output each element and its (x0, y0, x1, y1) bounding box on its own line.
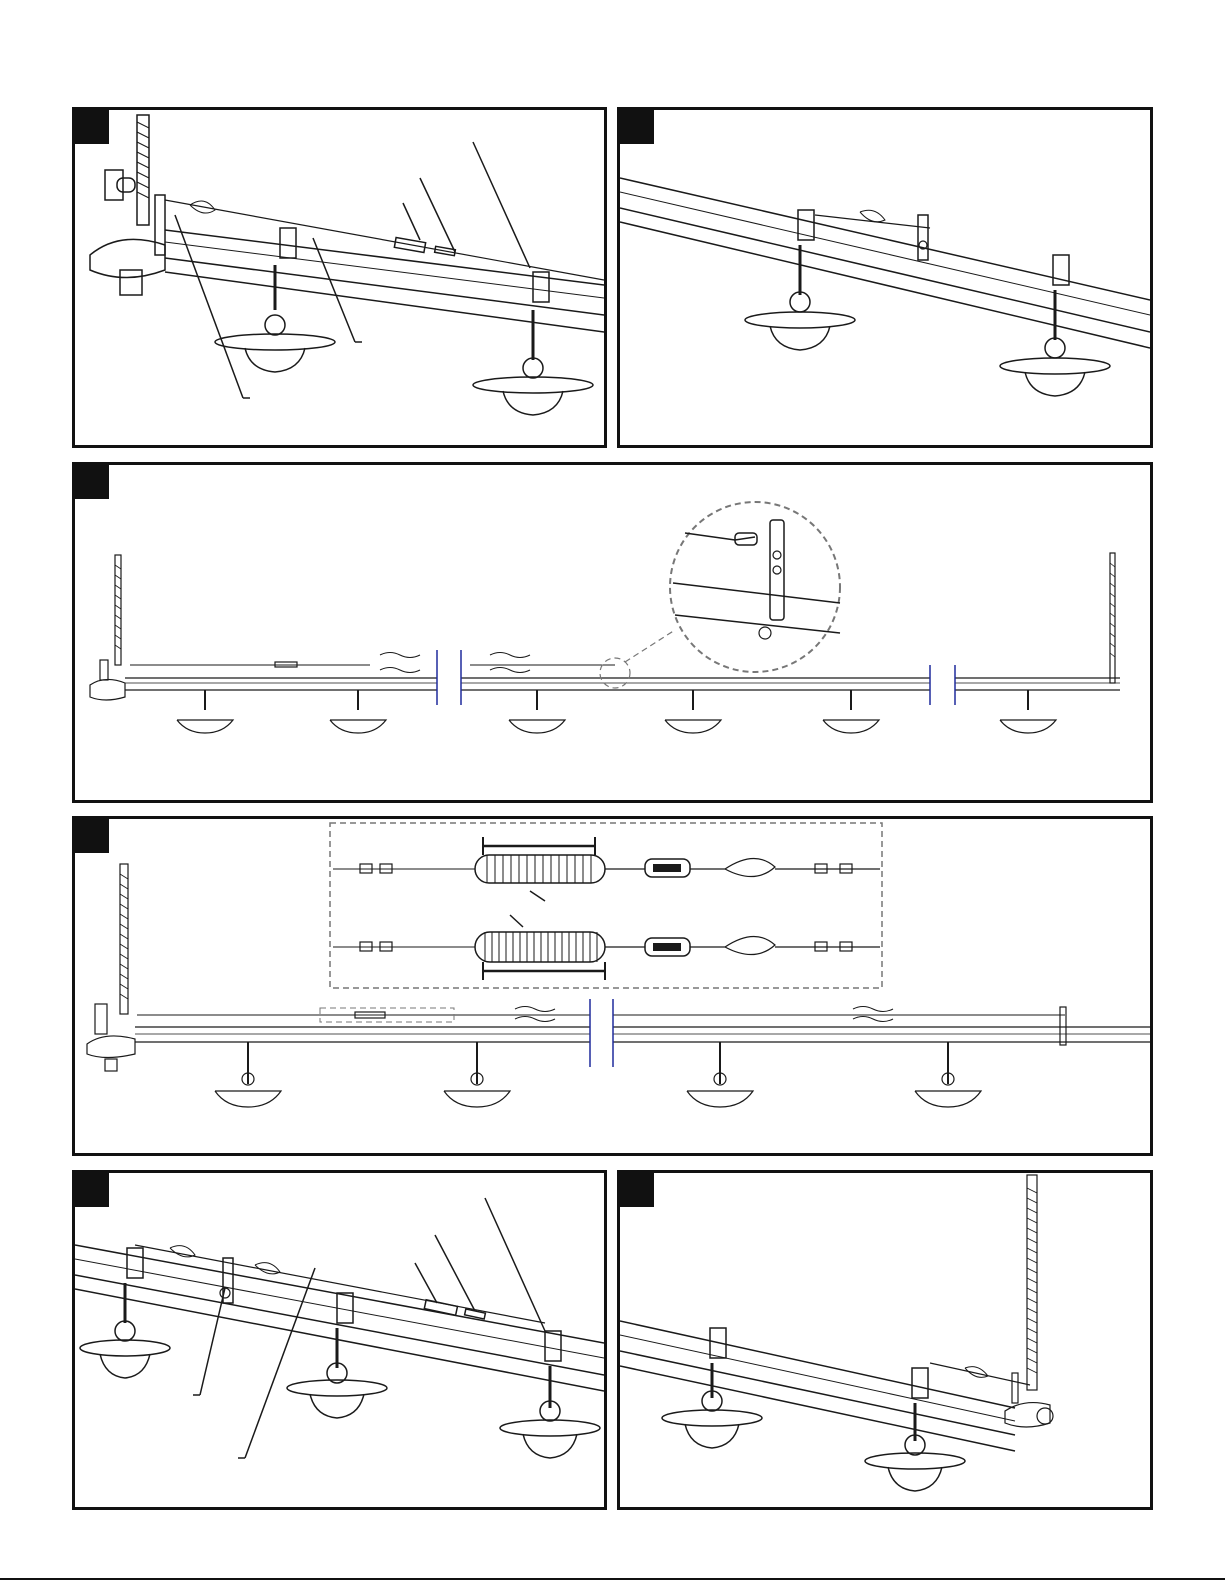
suspension-cable (130, 662, 615, 667)
callout-leaders (175, 142, 530, 398)
feeder-pan-icon (1000, 255, 1110, 396)
feeder-pan-icon (687, 1042, 753, 1107)
suspension-cable (165, 200, 604, 280)
feeder-pan-icon (500, 1331, 600, 1458)
feeder-pan-icon (662, 1328, 762, 1448)
step-6-panel (617, 1170, 1153, 1510)
feeder-pan-icon (509, 690, 565, 733)
feeder-pan-icon (177, 690, 233, 733)
cable-break-marks (515, 999, 893, 1067)
feeder-pan-icon (915, 1042, 981, 1107)
zoom-detail (600, 502, 840, 688)
suspension-cable (815, 210, 930, 228)
drop-pipe-icon (1110, 553, 1115, 683)
step-3-panel (72, 462, 1153, 803)
feeder-pan-icon (215, 1042, 281, 1107)
regulator-icon (90, 660, 125, 700)
feed-tube (620, 1321, 1015, 1451)
feeder-pan-icon (823, 690, 879, 733)
detail-inset (330, 823, 882, 988)
regulator-icon (90, 170, 165, 295)
feed-tube (620, 178, 1150, 348)
drop-pipe-icon (1027, 1175, 1037, 1390)
turnbuckle-icon (645, 859, 690, 956)
step-2-illustration (620, 110, 1150, 445)
step-1-panel (72, 107, 607, 448)
step-4-panel (72, 816, 1153, 1156)
step-1-illustration (75, 110, 604, 445)
spring-icon (475, 932, 605, 962)
feeder-pan-icon (1000, 690, 1056, 733)
regulator-icon (1005, 1403, 1053, 1427)
feeder-pan-icon (444, 1042, 510, 1107)
step-5-illustration (75, 1173, 604, 1507)
feeder-pan-icon (330, 690, 386, 733)
feeder-pans (215, 1042, 981, 1107)
bracket-icon (1060, 1007, 1066, 1045)
spring-icon (475, 855, 605, 883)
step-2-panel (617, 107, 1153, 448)
feeder-pan-icon (473, 272, 593, 415)
page-footer-rule (0, 1578, 1225, 1580)
bracket-icon (220, 1258, 233, 1303)
bracket-icon (770, 520, 784, 620)
drop-pipe-icon (137, 115, 149, 225)
step-4-illustration (75, 819, 1150, 1153)
suspension-cable (930, 1363, 1030, 1403)
step-5-panel (72, 1170, 607, 1510)
callout-leaders (193, 1198, 545, 1458)
drop-pipe-icon (115, 555, 121, 665)
suspension-cable (137, 1007, 1066, 1045)
step-3-illustration (75, 465, 1150, 800)
feed-tube (125, 678, 1120, 690)
feed-tube (135, 1027, 1150, 1042)
feed-tube (165, 230, 604, 332)
drop-pipe-icon (120, 864, 128, 1014)
feeder-pan-icon (80, 1248, 170, 1378)
feeder-pans (177, 690, 1056, 733)
bracket-icon (918, 215, 928, 260)
feed-tube (75, 1245, 604, 1391)
suspension-cable (135, 1245, 545, 1323)
bracket-icon (1012, 1373, 1018, 1403)
feeder-pan-icon (665, 690, 721, 733)
step-6-illustration (620, 1173, 1150, 1507)
feeder-pan-icon (287, 1293, 387, 1418)
feeder-pan-icon (745, 210, 855, 350)
